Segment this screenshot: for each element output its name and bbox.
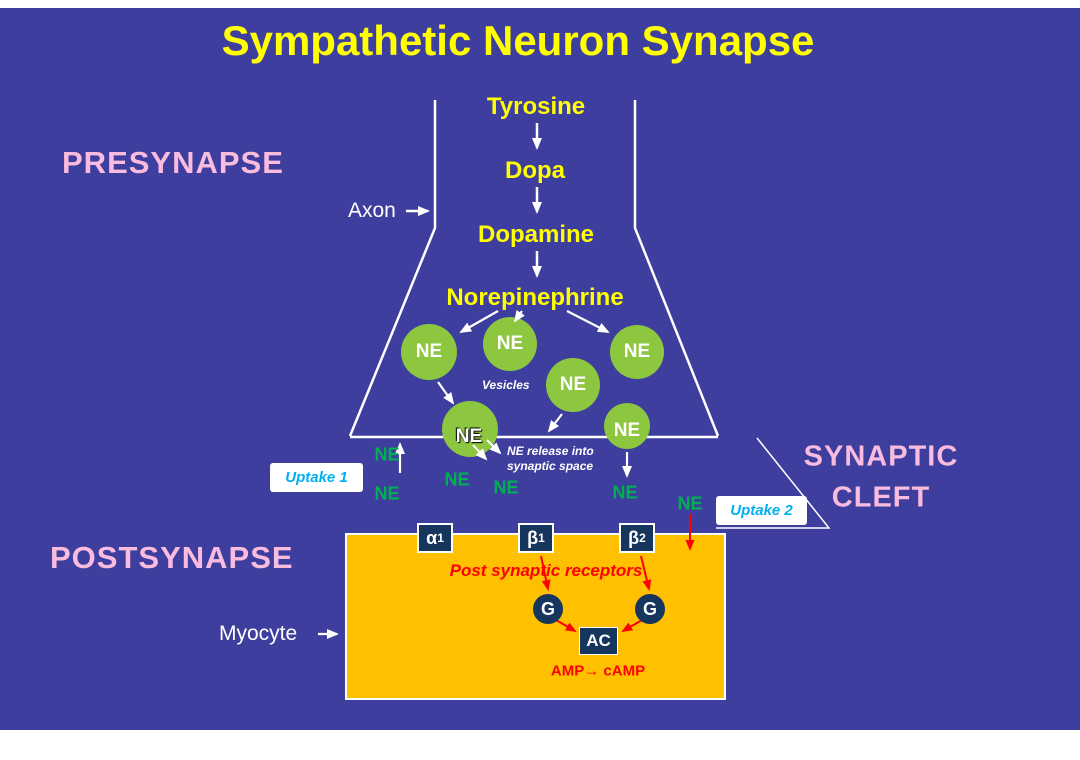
pathway-step-norepinephrine: Norepinephrine: [446, 284, 624, 311]
receptor-subscript: 2: [639, 531, 646, 545]
vesicle-ne-label: NE: [455, 426, 483, 447]
g-protein-left: G: [533, 594, 563, 624]
ne-release-caption-line2: synaptic space: [507, 459, 594, 473]
presynaptic-terminal-outline: [348, 100, 720, 439]
presynapse-label: PRESYNAPSE: [62, 145, 284, 180]
ne-to-vesicle-right-arrow: [566, 310, 610, 333]
slide-title: Sympathetic Neuron Synapse: [221, 17, 815, 64]
vesicle-ne-label: NE: [559, 374, 587, 395]
axon-label: Axon: [348, 199, 396, 222]
vesicle: [546, 358, 600, 412]
g-to-ac-right-arrow: [621, 619, 643, 633]
ne-to-vesicle-left-arrow: [459, 310, 499, 333]
uptake2-badge: Uptake 2: [716, 496, 807, 525]
vesicles-caption: Vesicles: [482, 378, 530, 392]
cleft-ne-label: NE: [677, 493, 703, 514]
cleft-ne-label: NE: [374, 483, 400, 504]
receptor-symbol: β: [527, 527, 539, 548]
uptake1-badge: Uptake 1: [270, 463, 363, 492]
cleft-ne-label: NE: [374, 444, 400, 465]
receptor-symbol: α: [426, 527, 438, 548]
vesicle-to-membrane-left-arrow: [437, 381, 455, 405]
beta1-to-g-arrow: [540, 555, 551, 591]
cleft-ne-label: NE: [612, 482, 638, 503]
vesicle-ne-label: NE: [623, 341, 651, 362]
post-synaptic-receptors-caption: Post synaptic receptors: [449, 561, 643, 580]
vesicle: [401, 324, 457, 380]
adenylyl-cyclase-box: AC: [579, 627, 618, 655]
ne-release-arrow-1: [472, 444, 488, 461]
pathway-step-dopa: Dopa: [505, 157, 565, 184]
receptor-symbol: β: [628, 527, 640, 548]
ne-release-arrow-2: [486, 439, 502, 455]
synaptic-cleft-boundary-line: [716, 437, 831, 529]
g-to-ac-left-arrow: [555, 619, 577, 633]
receptor-subscript: 1: [538, 531, 545, 545]
vesicle-ne-label: NE: [496, 333, 524, 354]
beta2-to-g-arrow: [640, 555, 652, 591]
g-protein-right: G: [635, 594, 665, 624]
synaptic-cleft-label-line2: CLEFT: [831, 481, 931, 514]
vesicle: [483, 317, 537, 371]
vesicle: [442, 401, 498, 457]
vesicle-to-membrane-mid-arrow: [547, 413, 563, 433]
vesicle: [610, 325, 664, 379]
ne-to-vesicle-mid-arrow: [513, 309, 525, 323]
amp-to-camp-caption: AMP→ cAMP: [550, 662, 646, 680]
vesicle-ne-label: NE: [613, 420, 641, 441]
vesicle-ne-label: NE: [415, 341, 443, 362]
ne-release-caption: NE release into synaptic space: [507, 444, 594, 474]
cleft-ne-label: NE: [493, 477, 519, 498]
pathway-step-dopamine: Dopamine: [477, 221, 595, 248]
cleft-ne-label: NE: [444, 469, 470, 490]
myocyte-label: Myocyte: [219, 622, 298, 645]
ne-release-caption-line1: NE release into: [507, 444, 594, 458]
postsynapse-label: POSTSYNAPSE: [50, 540, 294, 575]
pathway-step-tyrosine: Tyrosine: [486, 93, 586, 120]
synaptic-cleft-label-line1: SYNAPTIC: [803, 440, 959, 473]
receptor-subscript: 1: [437, 531, 444, 545]
vesicle: [604, 403, 650, 449]
